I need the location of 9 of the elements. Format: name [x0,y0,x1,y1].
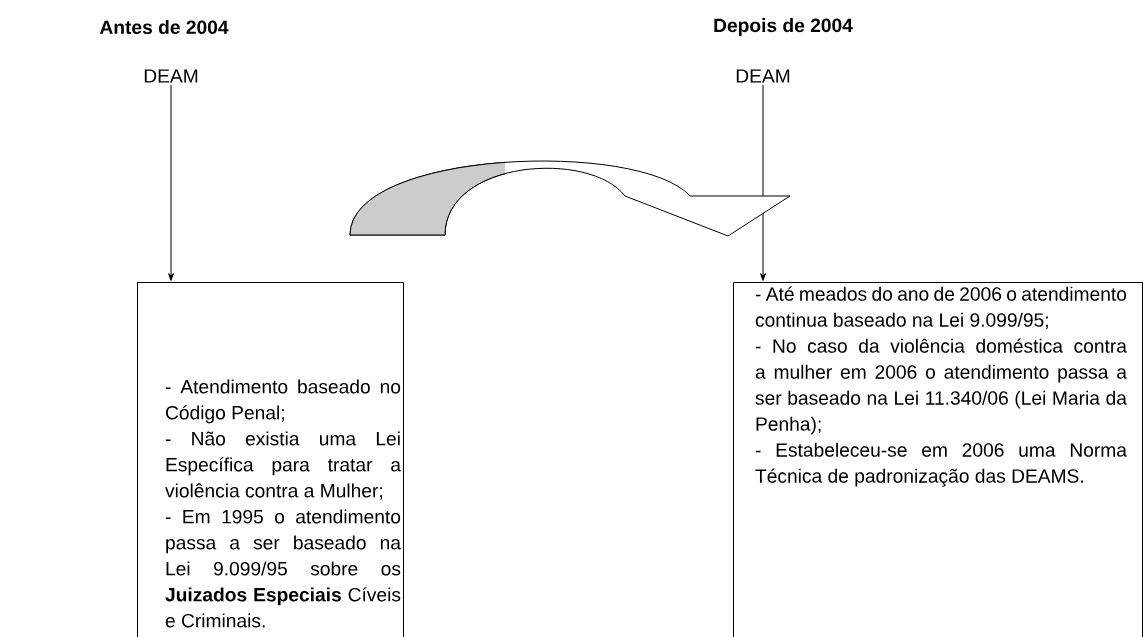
label-text: DEAM [736,69,790,83]
curved-block-arrow [349,160,791,237]
text-box: - Atendimento baseado no Código Penal; - Não existia uma Lei Específica para tratar a violência contra a Mulher; - Em 1995 o atendimento passa a ser baseado na Lei 9.099/95 sobre os Juizados Especiais Cíveis e Criminais. [137,282,404,637]
arrow [168,84,174,281]
title-text: Depois de 2004 [714,18,853,36]
arrow [760,84,766,281]
label-text: DEAM [144,69,198,83]
title-text: Antes de 2004 [99,19,229,35]
text-box: - Até meados do ano de 2006 o atendimento continua baseado na Lei 9.099/95; - No caso da violência doméstica contra a mulher em 2006 o atendimento passa a ser baseado na Lei 11.340/06 (Lei Maria da Penha); - Estabeleceu-se em 2006 uma Norma Técnica de padronização das DEAMS. [733,282,1143,637]
